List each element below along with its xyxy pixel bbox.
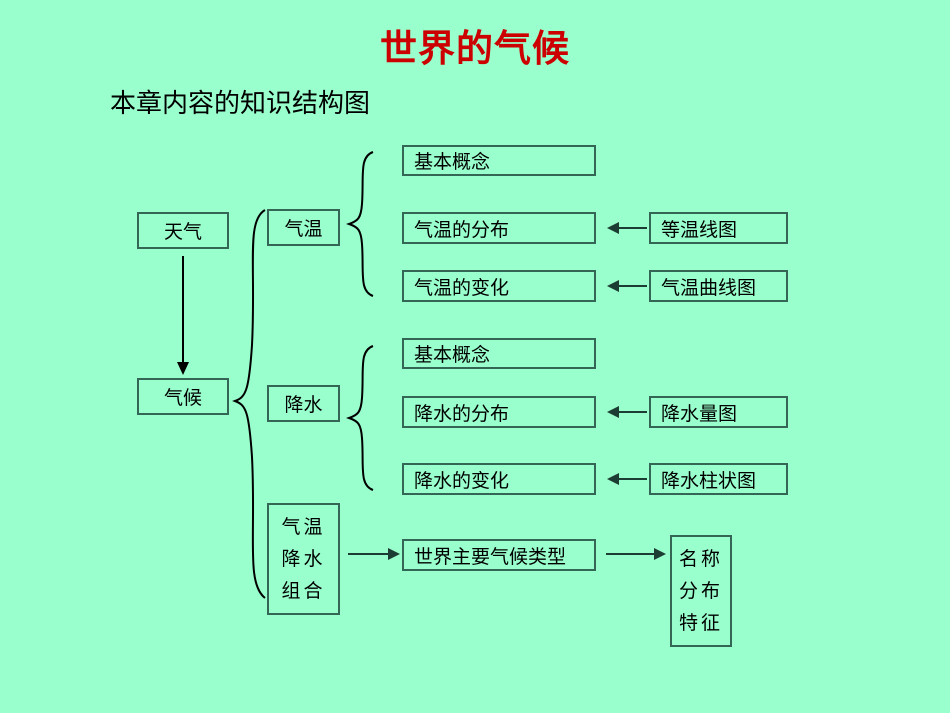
node-temperature[interactable]: 气温 [267, 209, 340, 246]
connector-types-attributes-arrowhead [654, 548, 666, 560]
brace-precipitation-children [346, 342, 376, 494]
node-prec-distribution[interactable]: 降水的分布 [402, 396, 596, 428]
connector-types-attributes-line [606, 553, 656, 555]
node-climate-label: 气候 [163, 387, 202, 409]
node-prec-concept[interactable]: 基本概念 [402, 338, 596, 369]
node-temperature-label: 气温 [284, 218, 323, 240]
connector-precipitation-map-line [619, 411, 647, 413]
node-prec-change-label: 降水的变化 [414, 469, 510, 492]
node-precipitation-bar-chart[interactable]: 降水柱状图 [649, 463, 788, 495]
node-temp-curve-chart-label: 气温曲线图 [661, 276, 757, 299]
connector-weather-climate-line [182, 256, 184, 364]
node-climate-attributes-line-2: 分布 [678, 579, 723, 602]
node-isotherm-map[interactable]: 等温线图 [649, 212, 788, 244]
page-subtitle: 本章内容的知识结构图 [110, 89, 371, 119]
node-climate-attributes[interactable]: 名称 分布 特征 [670, 535, 732, 647]
node-precipitation-label: 降水 [284, 394, 323, 416]
node-temp-distribution[interactable]: 气温的分布 [402, 212, 596, 244]
brace-climate-branches [232, 205, 268, 605]
node-climate-attributes-line-3: 特征 [678, 611, 723, 634]
node-main-climate-types[interactable]: 世界主要气候类型 [402, 539, 596, 571]
connector-isotherm-line [619, 227, 647, 229]
node-prec-change[interactable]: 降水的变化 [402, 463, 596, 495]
node-temp-concept[interactable]: 基本概念 [402, 145, 596, 176]
page-title: 世界的气候 [380, 26, 570, 70]
connector-combination-types-line [348, 553, 390, 555]
node-climate[interactable]: 气候 [137, 378, 229, 415]
connector-precipitation-map-arrowhead [607, 406, 619, 418]
node-weather-label: 天气 [163, 221, 202, 243]
node-combination-line-2: 降水 [281, 547, 326, 570]
connector-weather-climate-arrowhead [177, 362, 189, 375]
node-precipitation-map[interactable]: 降水量图 [649, 396, 788, 428]
node-climate-attributes-line-1: 名称 [678, 547, 723, 570]
node-combination-line-3: 组合 [281, 579, 326, 602]
node-weather[interactable]: 天气 [137, 212, 229, 249]
node-precipitation-bar-chart-label: 降水柱状图 [661, 469, 757, 492]
node-combination-line-1: 气温 [281, 515, 326, 538]
connector-temp-curve-arrowhead [607, 280, 619, 292]
node-temp-curve-chart[interactable]: 气温曲线图 [649, 270, 788, 302]
brace-temperature-children [346, 148, 376, 300]
node-precipitation[interactable]: 降水 [267, 385, 340, 422]
connector-precipitation-bar-line [619, 478, 647, 480]
node-main-climate-types-label: 世界主要气候类型 [414, 545, 567, 568]
node-isotherm-map-label: 等温线图 [661, 218, 738, 241]
node-temp-distribution-label: 气温的分布 [414, 218, 510, 241]
node-precipitation-map-label: 降水量图 [661, 402, 738, 425]
node-temp-concept-label: 基本概念 [414, 151, 491, 173]
node-combination[interactable]: 气温 降水 组合 [267, 503, 340, 615]
connector-combination-types-arrowhead [388, 548, 400, 560]
node-prec-distribution-label: 降水的分布 [414, 402, 510, 425]
connector-precipitation-bar-arrowhead [607, 473, 619, 485]
node-prec-concept-label: 基本概念 [414, 344, 491, 366]
node-temp-change[interactable]: 气温的变化 [402, 270, 596, 302]
node-temp-change-label: 气温的变化 [414, 276, 510, 299]
connector-temp-curve-line [619, 285, 647, 287]
connector-isotherm-arrowhead [607, 222, 619, 234]
